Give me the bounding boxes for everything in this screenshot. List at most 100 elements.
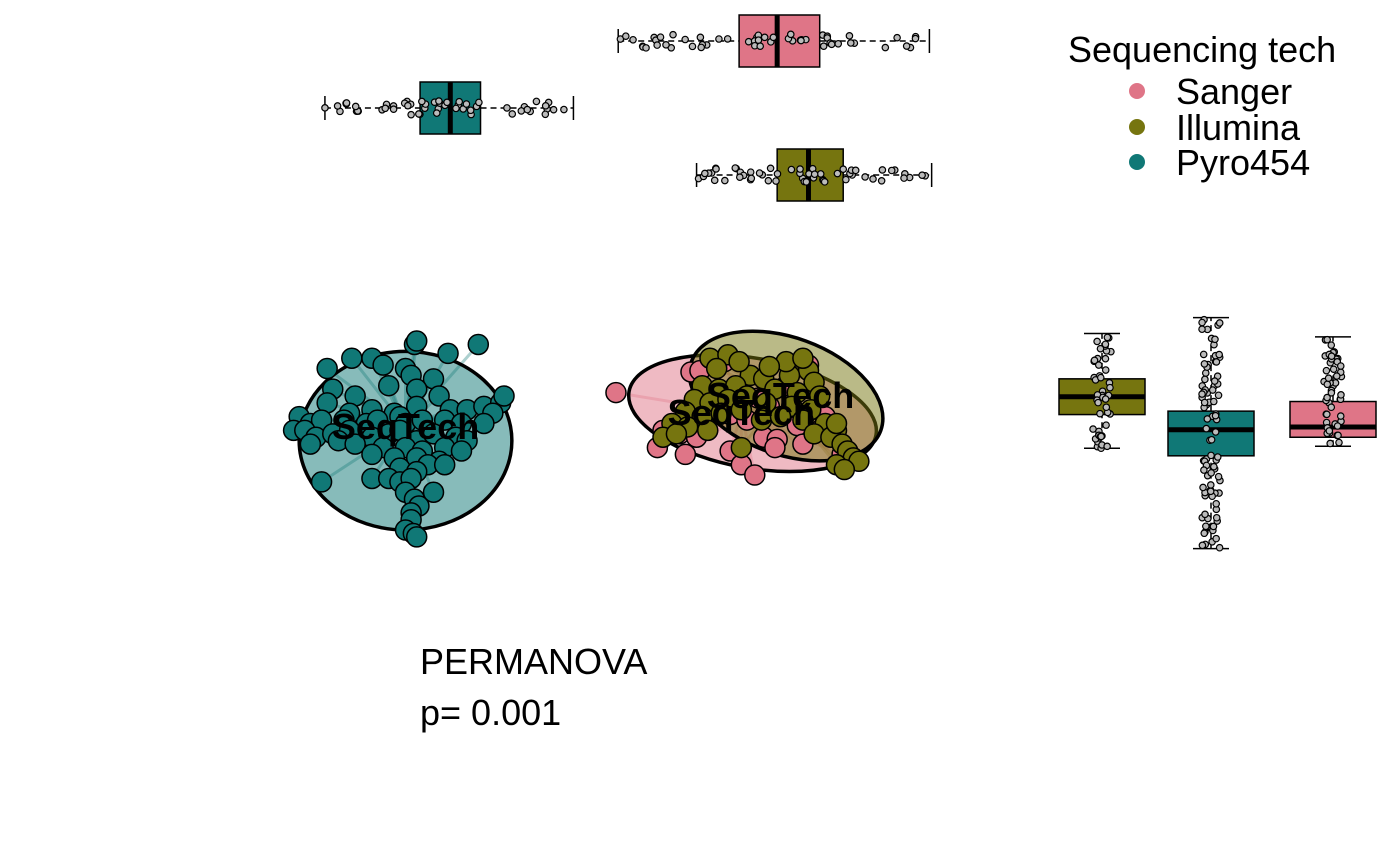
jitter-point-sanger (1326, 439, 1334, 448)
jitter-point-pyro454 (415, 110, 423, 118)
legend-label-illumina: Illumina (1176, 107, 1301, 148)
jitter-point-illumina (1101, 354, 1110, 363)
jitter-point-pyro454 (508, 110, 517, 118)
jitter-point-sanger (629, 35, 637, 44)
jitter-point-illumina (833, 169, 842, 178)
jitter-point-pyro454 (541, 110, 550, 119)
point-pyro454 (299, 433, 322, 455)
jitter-point-pyro454 (1212, 358, 1221, 366)
jitter-point-pyro454 (1200, 360, 1209, 368)
jitter-point-pyro454 (443, 98, 451, 107)
jitter-point-pyro454 (549, 105, 558, 114)
point-sanger (744, 464, 766, 486)
jitter-point-illumina (1094, 398, 1102, 407)
jitter-point-illumina (1101, 366, 1110, 374)
jitter-point-illumina (701, 169, 709, 178)
point-illumina (825, 412, 848, 435)
jitter-point-sanger (653, 41, 661, 49)
jitter-point-pyro454 (407, 110, 415, 119)
jitter-point-illumina (1101, 340, 1110, 349)
point-pyro454 (344, 433, 366, 455)
jitter-point-sanger (1327, 388, 1336, 397)
legend-label-pyro454: Pyro454 (1176, 142, 1310, 183)
jitter-point-sanger (642, 44, 650, 52)
point-pyro454 (341, 347, 363, 369)
jitter-point-illumina (802, 178, 811, 186)
top-boxplot-illumina (694, 148, 933, 202)
jitter-point-sanger (1323, 410, 1331, 419)
top-marginal-boxplots (321, 14, 933, 202)
jitter-point-illumina (796, 165, 804, 173)
jitter-point-pyro454 (1215, 319, 1224, 327)
jitter-point-pyro454 (1211, 411, 1220, 420)
jitter-point-sanger (1337, 391, 1345, 399)
point-pyro454 (372, 354, 394, 376)
point-sanger (764, 436, 786, 459)
jitter-point-illumina (1103, 442, 1111, 451)
jitter-point-pyro454 (1198, 390, 1206, 398)
jitter-point-sanger (1327, 403, 1336, 412)
jitter-point-illumina (1096, 344, 1105, 353)
jitter-point-sanger (846, 39, 855, 47)
jitter-point-illumina (1094, 361, 1103, 369)
jitter-point-illumina (1096, 409, 1104, 418)
jitter-point-illumina (746, 168, 755, 176)
jitter-point-pyro454 (381, 104, 390, 113)
point-pyro454 (450, 440, 473, 462)
jitter-point-pyro454 (1198, 325, 1206, 334)
jitter-point-pyro454 (1200, 398, 1209, 407)
jitter-point-illumina (1103, 333, 1112, 342)
jitter-point-sanger (688, 42, 697, 51)
jitter-point-pyro454 (1212, 499, 1220, 508)
jitter-point-pyro454 (1203, 415, 1212, 423)
top-boxplot-pyro454 (321, 81, 575, 135)
jitter-point-pyro454 (452, 104, 460, 113)
jitter-point-pyro454 (1207, 435, 1216, 444)
jitter-point-sanger (723, 35, 732, 43)
jitter-point-pyro454 (1210, 462, 1218, 471)
jitter-point-illumina (772, 177, 780, 185)
jitter-point-pyro454 (1211, 428, 1220, 436)
jitter-point-pyro454 (435, 97, 443, 105)
point-illumina (769, 405, 792, 428)
jitter-point-pyro454 (389, 105, 398, 113)
jitter-point-sanger (669, 30, 677, 39)
jitter-point-sanger (1327, 352, 1336, 361)
jitter-point-illumina (764, 176, 773, 185)
jitter-point-sanger (881, 43, 890, 52)
jitter-point-pyro454 (432, 109, 441, 117)
jitter-point-pyro454 (475, 98, 483, 107)
jitter-point-illumina (1096, 373, 1105, 382)
centroid-label-illumina: SeqTech (707, 375, 854, 416)
jitter-point-sanger (1324, 374, 1333, 382)
jitter-point-sanger (1322, 366, 1331, 375)
jitter-point-pyro454 (1198, 318, 1206, 327)
point-illumina (792, 347, 814, 369)
jitter-point-sanger (754, 36, 763, 44)
jitter-point-pyro454 (1202, 424, 1211, 433)
right-marginal-boxplots (1058, 315, 1377, 552)
jitter-point-pyro454 (1215, 543, 1224, 552)
jitter-point-pyro454 (1214, 472, 1223, 481)
jitter-point-sanger (697, 43, 706, 52)
point-illumina (758, 355, 781, 378)
jitter-point-sanger (681, 35, 689, 44)
jitter-point-pyro454 (342, 99, 351, 107)
point-sanger (605, 381, 627, 404)
jitter-point-pyro454 (455, 97, 464, 106)
centroid-label-pyro454: SeqTech (332, 406, 479, 447)
jitter-point-pyro454 (1202, 522, 1210, 531)
point-pyro454 (405, 330, 428, 352)
jitter-point-sanger (1336, 412, 1345, 420)
jitter-point-illumina (773, 170, 782, 178)
jitter-point-illumina (900, 174, 908, 182)
jitter-point-pyro454 (1212, 513, 1221, 522)
jitter-point-illumina (787, 165, 796, 174)
jitter-point-illumina (1102, 403, 1111, 412)
jitter-point-sanger (769, 33, 778, 42)
jitter-point-pyro454 (1200, 466, 1208, 474)
jitter-point-sanger (696, 33, 705, 42)
jitter-point-illumina (766, 164, 775, 173)
